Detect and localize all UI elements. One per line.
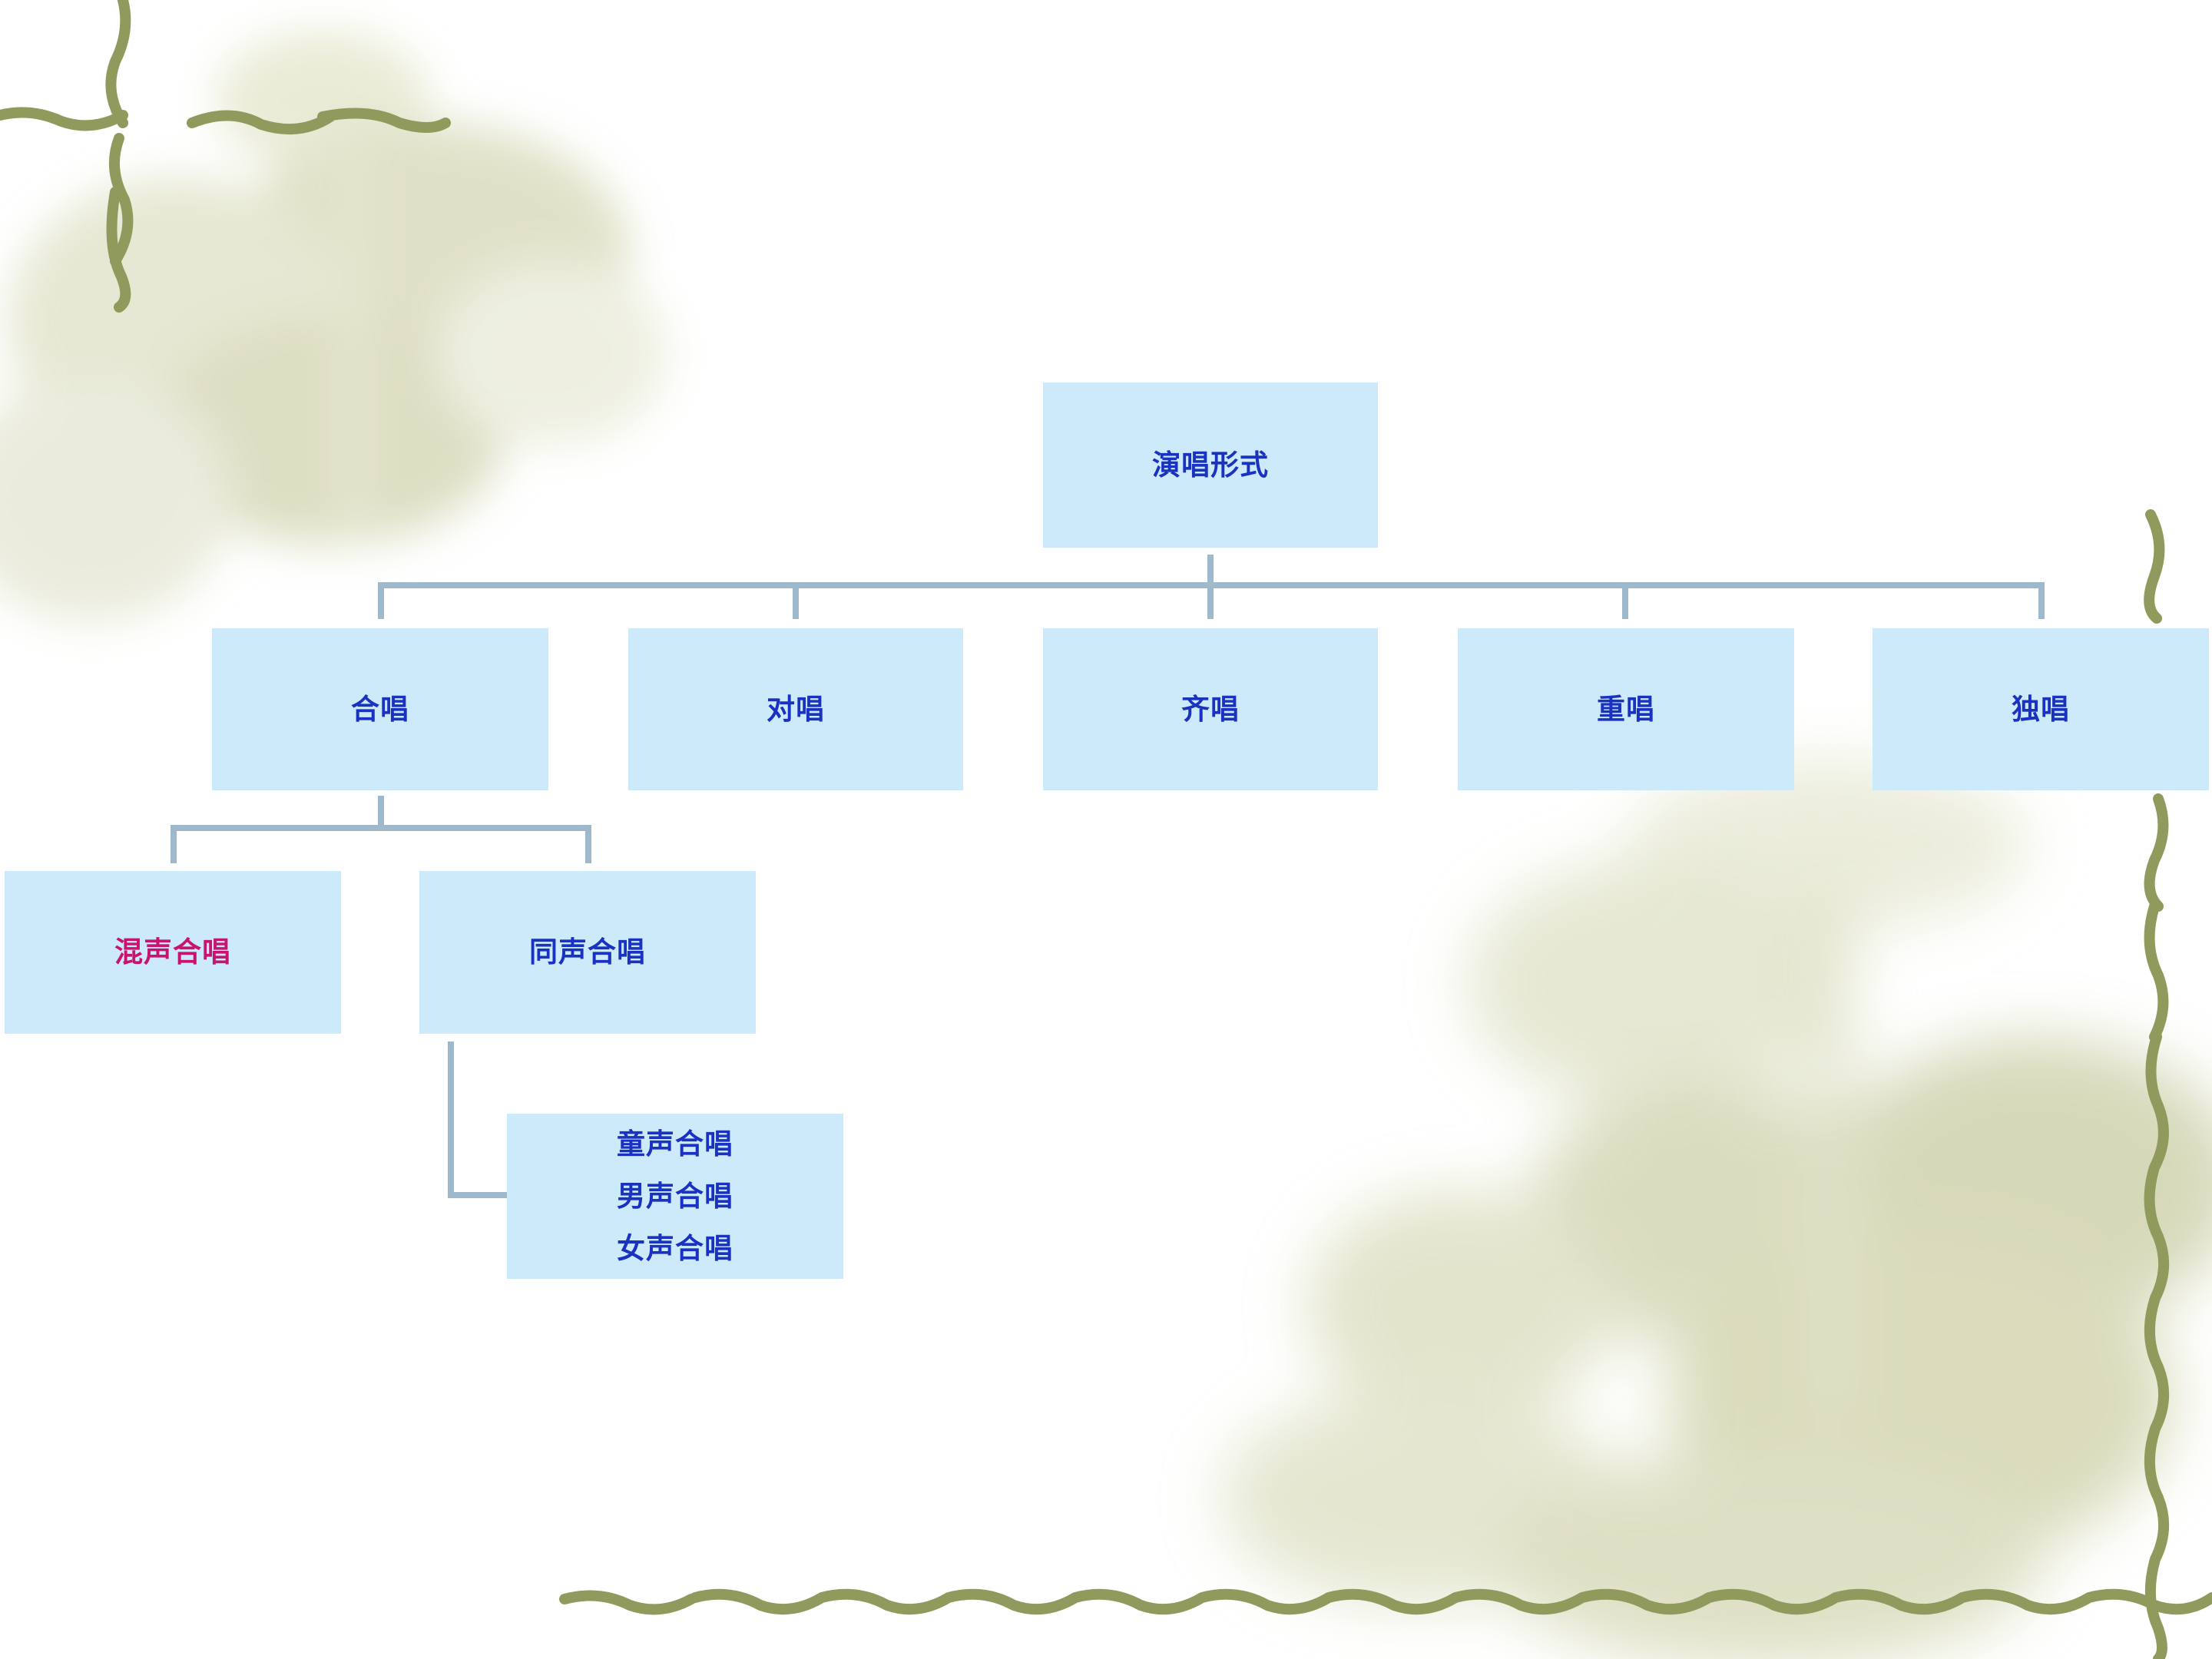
node-label-line-2: 男声合唱 bbox=[617, 1179, 733, 1213]
node-chongchang[interactable]: 重唱 bbox=[1458, 628, 1794, 790]
node-duchang[interactable]: 独唱 bbox=[1873, 628, 2209, 790]
node-label: 重唱 bbox=[1597, 692, 1655, 726]
node-root[interactable]: 演唱形式 bbox=[1043, 382, 1378, 548]
node-label: 合唱 bbox=[351, 692, 409, 726]
node-same-voice-chorus[interactable]: 同声合唱 bbox=[419, 871, 756, 1034]
node-label-line-3: 女声合唱 bbox=[617, 1231, 733, 1265]
node-qichang[interactable]: 齐唱 bbox=[1043, 628, 1378, 790]
node-mixed-chorus[interactable]: 混声合唱 bbox=[5, 871, 341, 1034]
node-label: 对唱 bbox=[767, 692, 825, 726]
node-same-voice-types[interactable]: 童声合唱 男声合唱 女声合唱 bbox=[507, 1114, 843, 1279]
node-label: 齐唱 bbox=[1181, 692, 1240, 726]
node-label: 同声合唱 bbox=[529, 935, 646, 969]
node-label: 演唱形式 bbox=[1152, 448, 1269, 482]
node-label-line-1: 童声合唱 bbox=[617, 1127, 733, 1161]
lotus-watermark-icon bbox=[0, 31, 668, 622]
node-duichang[interactable]: 对唱 bbox=[628, 628, 963, 790]
node-label: 独唱 bbox=[2012, 692, 2070, 726]
node-hechang[interactable]: 合唱 bbox=[212, 628, 548, 790]
node-label: 混声合唱 bbox=[114, 935, 231, 969]
